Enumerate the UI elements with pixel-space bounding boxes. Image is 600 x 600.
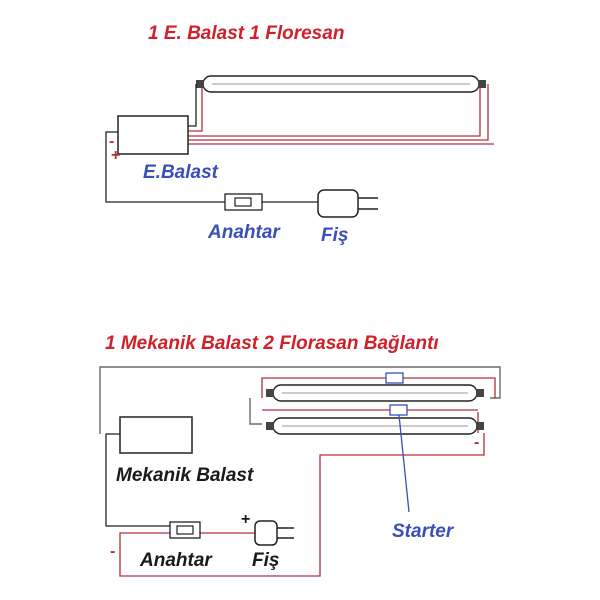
- starter-upper: [385, 372, 404, 384]
- diagram1-title: 1 E. Balast 1 Floresan: [148, 23, 344, 44]
- starter-lower: [389, 404, 408, 416]
- diagram-electronic-ballast: 1 E. Balast 1 Floresan - + E.Balast: [105, 23, 494, 246]
- plug-label-2: Fiş: [252, 550, 279, 571]
- switch-label-2: Anahtar: [139, 550, 213, 571]
- plug-label: Fiş: [321, 225, 348, 246]
- switch-2: [169, 521, 201, 539]
- tube-minus-mark: -: [474, 434, 479, 451]
- mechanical-ballast-label: Mekanik Balast: [116, 465, 254, 486]
- starter-label: Starter: [392, 521, 455, 542]
- starter-pointer: [398, 414, 410, 513]
- diagram2-title: 1 Mekanik Balast 2 Florasan Bağlantı: [105, 333, 439, 354]
- ballast-to-tube-wires: [188, 84, 494, 145]
- supply-wire-2: [105, 433, 170, 527]
- mechanical-ballast-box: [119, 416, 193, 454]
- fluorescent-tube: [196, 75, 486, 93]
- supply-wire: [105, 131, 318, 203]
- switch-label: Anahtar: [207, 222, 281, 243]
- switch-minus-mark: -: [110, 543, 115, 560]
- fluorescent-tube-upper: [266, 384, 484, 402]
- gray-loop-wire: [99, 366, 501, 434]
- fluorescent-tube-lower: [266, 417, 484, 435]
- switch: [224, 193, 263, 211]
- plug-2: [254, 520, 294, 546]
- diagram-mechanical-ballast: 1 Mekanik Balast 2 Florasan Bağlantı: [99, 333, 501, 577]
- electronic-ballast-box: [117, 115, 189, 155]
- electronic-ballast-label: E.Balast: [143, 162, 219, 183]
- ballast-minus-mark: -: [109, 133, 114, 150]
- red-circuit-wires: [119, 377, 496, 577]
- ballast-plus-mark: +: [111, 147, 120, 164]
- gray-inner-wire: [249, 398, 262, 425]
- plug-plus-mark: +: [241, 511, 250, 528]
- plug: [317, 189, 378, 218]
